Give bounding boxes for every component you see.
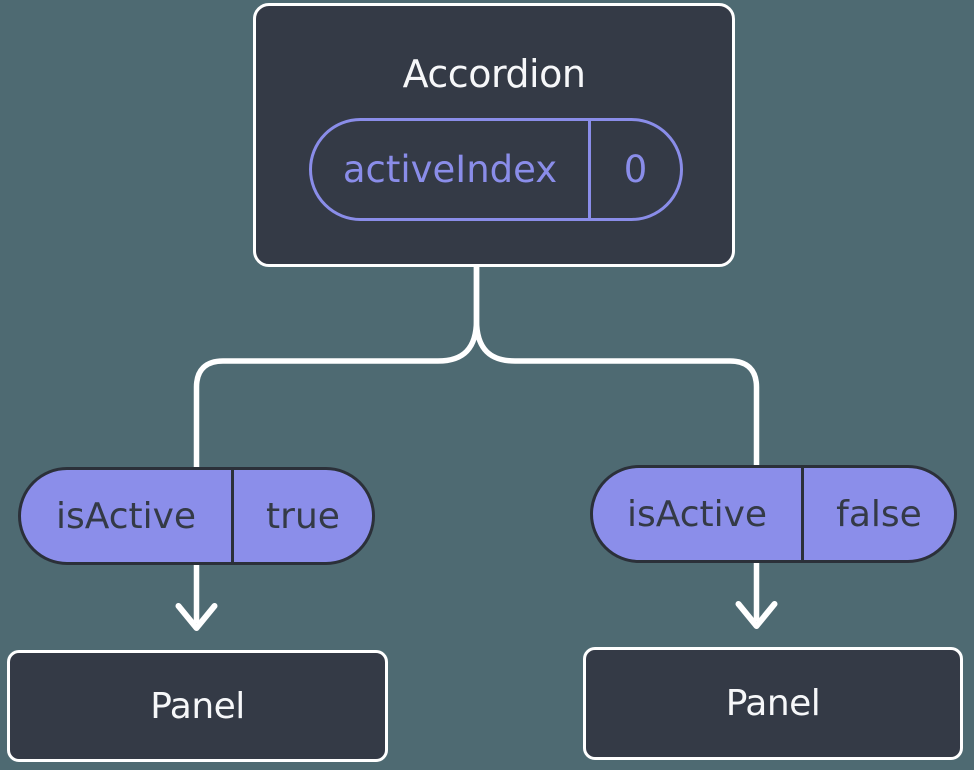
connector-lines <box>175 265 778 631</box>
panel-node-right: Panel <box>583 647 963 760</box>
prop-pill-right: isActive false <box>590 465 957 563</box>
prop-pill-right-divider <box>801 468 804 560</box>
arrowhead-right-icon <box>735 601 778 629</box>
panel-right-title: Panel <box>725 683 821 724</box>
branch-right-line <box>473 265 760 621</box>
branch-left-line <box>193 265 480 623</box>
accordion-node: Accordion activeIndex 0 <box>253 3 735 267</box>
prop-pill-left-value: true <box>266 495 340 537</box>
state-pill: activeIndex 0 <box>309 118 683 221</box>
prop-pill-right-name: isActive <box>626 493 768 535</box>
state-pill-value: 0 <box>623 148 648 191</box>
prop-pill-left: isActive true <box>18 467 375 565</box>
prop-pill-left-divider <box>231 470 234 562</box>
prop-pill-left-name: isActive <box>55 495 197 537</box>
accordion-title: Accordion <box>402 52 586 96</box>
state-pill-divider <box>588 121 591 218</box>
panel-node-left: Panel <box>7 650 388 762</box>
state-pill-name: activeIndex <box>342 148 558 191</box>
panel-left-title: Panel <box>150 685 245 727</box>
arrowhead-left-icon <box>175 603 218 631</box>
prop-pill-right-value: false <box>836 493 922 535</box>
